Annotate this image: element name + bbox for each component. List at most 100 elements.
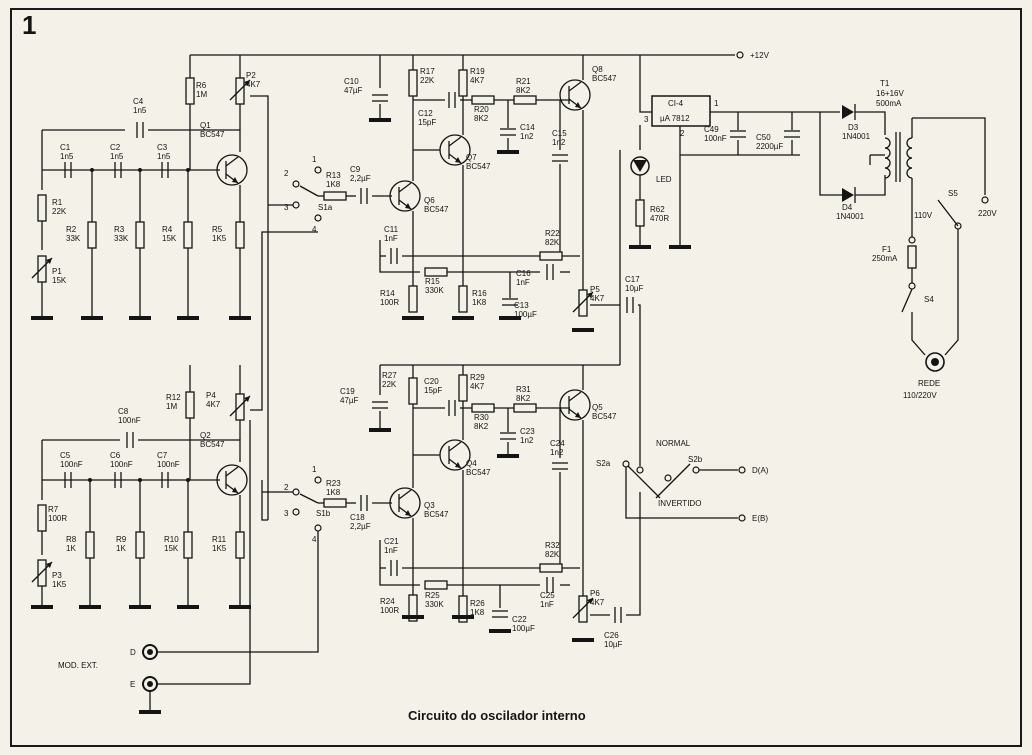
resistor-value: 22K (382, 380, 397, 389)
capacitor-ref: C14 (520, 123, 535, 132)
resistor-r22 (539, 251, 563, 261)
potentiometer-value: 4K7 (206, 400, 221, 409)
transistor-collector (568, 391, 582, 402)
capacitor-value: 1n5 (60, 152, 74, 161)
jack-e-pin (147, 681, 153, 687)
capacitor-value: 1n2 (520, 132, 534, 141)
capacitor-value: 1nF (540, 600, 554, 609)
terminal (292, 201, 300, 209)
switch-s2b-lever (655, 463, 691, 499)
capacitor-value: 1n2 (552, 138, 566, 147)
terminal (908, 282, 916, 290)
resistor-r23 (323, 498, 347, 508)
potentiometer-p5 (578, 289, 588, 317)
transistor-type: BC547 (424, 205, 449, 214)
capacitor-value: 1n5 (133, 106, 147, 115)
resistor-value: 1K5 (212, 234, 227, 243)
capacitor-value: 2200µF (756, 142, 783, 151)
diode-d3 (842, 105, 854, 119)
led-label: LED (656, 175, 672, 184)
resistor-ref: R16 (472, 289, 487, 298)
capacitor-ref: C4 (133, 97, 144, 106)
resistor-r29 (458, 374, 468, 402)
resistor-ref: R32 (545, 541, 560, 550)
resistor-value: 470R (650, 214, 669, 223)
capacitor-ref: C16 (516, 269, 531, 278)
resistor-r32 (539, 563, 563, 573)
jack-d-pin (147, 649, 153, 655)
resistor-value: 8K2 (474, 114, 489, 123)
mod-ext-label: MOD. EXT. (58, 661, 98, 670)
resistor-r5 (235, 221, 245, 249)
resistor-r21 (513, 95, 537, 105)
transistor-arrow (405, 510, 411, 516)
resistor-value: 1K8 (326, 180, 341, 189)
capacitor-value: 100nF (110, 460, 133, 469)
transistor-q2 (216, 464, 248, 496)
terminal (292, 180, 300, 188)
regulator-ref: CI-4 (668, 99, 684, 108)
wire (944, 229, 959, 356)
plug-label: 110/220V (903, 391, 937, 400)
resistor-ref: R3 (114, 225, 125, 234)
resistor-value: 8K2 (516, 86, 531, 95)
transistor-type: BC547 (466, 162, 491, 171)
transformer-ref: T1 (880, 79, 890, 88)
resistor-ref: R10 (164, 535, 179, 544)
transistor-ref: Q5 (592, 403, 603, 412)
switch-pos: 1 (312, 465, 317, 474)
resistor-r26 (458, 595, 468, 623)
capacitor-value: 1n5 (157, 152, 171, 161)
transistor-type: BC547 (592, 412, 617, 421)
wire (638, 304, 641, 440)
resistor-ref: R7 (48, 505, 59, 514)
capacitor-ref: C13 (514, 301, 529, 310)
capacitor-value: 100nF (704, 134, 727, 143)
regulator-pin: 1 (714, 99, 719, 108)
terminal (314, 166, 322, 174)
resistor-r16 (458, 285, 468, 313)
transistor-q7 (439, 134, 471, 166)
jack-e (142, 676, 158, 692)
potentiometer-arrowhead (46, 258, 52, 264)
terminal (636, 466, 644, 474)
resistor-ref: R12 (166, 393, 181, 402)
diode-type: 1N4001 (836, 212, 865, 221)
output-d-label: D(A) (752, 466, 769, 475)
capacitor-ref: C10 (344, 77, 359, 86)
transistor-type: BC547 (424, 510, 449, 519)
components: +12VC11n5C21n5C31n5C41n5R122KP115KR233KR… (31, 51, 997, 714)
capacitor-value: 47µF (344, 86, 363, 95)
transformer-current: 500mA (876, 99, 902, 108)
resistor-value: 330K (425, 286, 444, 295)
transistor-q8 (559, 79, 591, 111)
resistor-value: 33K (66, 234, 81, 243)
220v-terminal (981, 196, 989, 204)
resistor-ref: R2 (66, 225, 77, 234)
wire (138, 439, 241, 462)
potentiometer-ref: P5 (590, 285, 600, 294)
capacitor-ref: C2 (110, 143, 121, 152)
terminal (314, 476, 322, 484)
resistor-r24 (408, 594, 418, 622)
transistor-q1 (216, 154, 248, 186)
resistor-ref: R24 (380, 597, 395, 606)
capacitor-value: 10µF (625, 284, 644, 293)
capacitor-value: 100µF (512, 624, 535, 633)
transistor-collector (225, 156, 239, 167)
invertido-label: INVERTIDO (658, 499, 701, 508)
capacitor-ref: C49 (704, 125, 719, 134)
resistor-r8 (85, 531, 95, 559)
resistor-r1 (37, 194, 47, 222)
diode-type: 1N4001 (842, 132, 871, 141)
mains-plug (925, 352, 945, 372)
resistor-ref: R13 (326, 171, 341, 180)
transformer-secondary-coil (884, 157, 891, 169)
voltage-regulator (651, 95, 711, 127)
220v-label: 220V (978, 209, 997, 218)
resistor-r17 (408, 69, 418, 97)
resistor-value: 1K8 (472, 298, 487, 307)
potentiometer-arrowhead (244, 80, 250, 86)
capacitor-value: 10µF (604, 640, 623, 649)
capacitor-ref: C17 (625, 275, 640, 284)
